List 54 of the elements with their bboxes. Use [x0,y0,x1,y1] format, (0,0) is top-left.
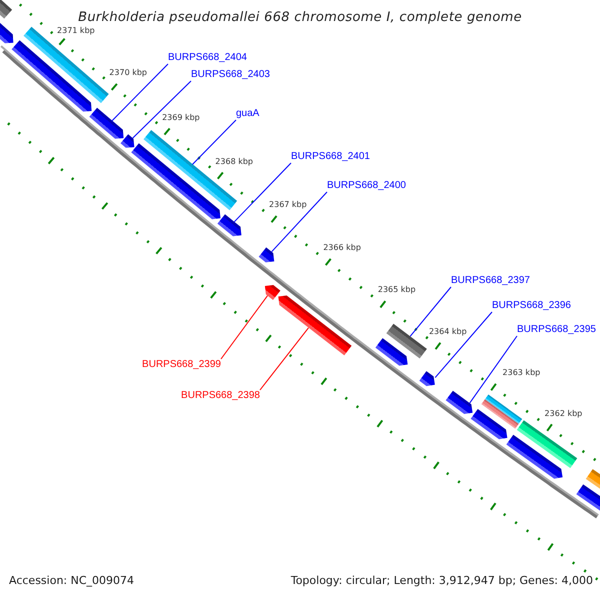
gene-feature [120,134,134,148]
gene-label: guaA [236,108,260,120]
leader-line [112,64,168,122]
gene-bar [586,469,600,489]
gene-feature [89,108,124,139]
gene-bar [24,26,109,104]
gene-label: BURPS668_2397 [451,275,530,287]
gene-bar [144,130,238,210]
position-label: 2362 kbp [544,408,582,419]
gene-feature [217,214,242,236]
leader-line [220,295,268,360]
position-label: 2367 kbp [269,200,307,210]
gene-feature [278,296,352,356]
gene-label: BURPS668_2396 [492,300,571,312]
gene-feature [375,338,408,366]
gene-bar [516,420,578,468]
leader-line [132,80,192,138]
gene-bar [0,0,12,19]
accession-text: Accession: NC_009074 [9,574,134,588]
gene-label: BURPS668_2404 [168,52,247,64]
position-label: 2364 kbp [428,326,467,337]
position-label: 2370 kbp [109,68,147,78]
gene-label: BURPS668_2398 [181,390,260,402]
leader-line [434,312,492,378]
gene-label: BURPS668_2399 [142,359,221,371]
gene-feature [264,285,280,300]
gene-label: BURPS668_2400 [327,180,406,192]
gene-bar [484,394,522,424]
gene-bar [386,324,427,358]
gene-feature [12,40,92,112]
leader-line [234,162,292,222]
gene-feature [258,247,274,262]
gene-feature [0,22,14,44]
gene-label: BURPS668_2395 [517,324,596,336]
gene-label: BURPS668_2403 [191,69,270,81]
position-label: 2365 kbp [378,285,416,296]
position-label: 2363 kbp [502,368,540,378]
leader-line [192,120,236,165]
leader-line [271,192,328,252]
leader-line [260,327,309,390]
position-label: 2366 kbp [323,242,361,253]
position-label: 2371 kbp [57,26,95,36]
gene-feature [506,434,563,479]
position-label: 2368 kbp [215,156,253,167]
diagram-title: Burkholderia pseudomallei 668 chromosome I, complete genome [78,9,522,26]
gene-feature [470,409,508,440]
gene-bar [481,399,519,429]
gene-feature [419,371,435,386]
gene-label: BURPS668_2401 [291,151,370,163]
leader-line [469,336,518,404]
leader-line [410,286,452,337]
genome-summary-text: Topology: circular; Length: 3,912,947 bp; Genes: 4,000 [290,574,593,588]
gene-feature [446,390,473,414]
position-label: 2369 kbp [162,112,200,123]
